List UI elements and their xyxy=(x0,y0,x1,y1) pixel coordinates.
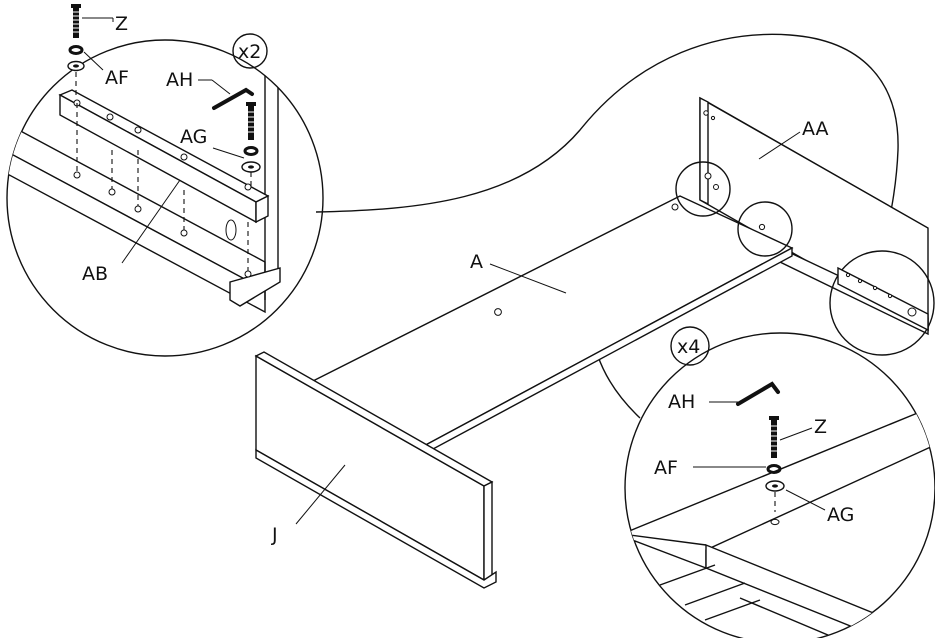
washer-AG-top xyxy=(241,146,261,186)
label-AF-bottom: AF xyxy=(654,457,678,479)
hex-key-AH-bottom xyxy=(736,381,780,406)
label-AH-bottom: AH xyxy=(668,391,695,413)
label-Z-bottom: Z xyxy=(814,416,827,438)
main-assembly xyxy=(254,96,935,589)
quantity-text-top: x2 xyxy=(238,41,261,63)
label-J: J xyxy=(271,524,278,546)
bracket-detail-c xyxy=(837,266,929,332)
label-AG-top: AG xyxy=(180,126,207,148)
callout-circle-b xyxy=(737,201,793,257)
leader-curve-top xyxy=(315,33,899,251)
screw-Z-upright xyxy=(246,102,256,140)
label-AA: AA xyxy=(802,118,829,140)
quantity-text-bottom: x4 xyxy=(677,336,700,358)
washer-AG-bottom xyxy=(765,480,785,512)
screw-Z-bottom xyxy=(769,416,779,458)
quantity-bubble-bottom xyxy=(670,326,710,366)
label-AH-top: AH xyxy=(166,69,193,91)
washer-AF-top xyxy=(67,45,85,98)
label-AB: AB xyxy=(82,263,108,285)
detail-bottom-right: x4 AH Z AF xyxy=(624,326,935,643)
hex-key-AH-top xyxy=(212,87,254,110)
label-A: A xyxy=(470,251,483,273)
washer-AF-bottom xyxy=(766,464,782,474)
quantity-bubble-top xyxy=(232,33,268,69)
screw-Z-top xyxy=(71,4,81,38)
label-AG-bottom: AG xyxy=(827,504,854,526)
label-AF-top: AF xyxy=(105,67,129,89)
panel-J xyxy=(254,351,497,589)
label-Z-top: Z xyxy=(115,13,128,35)
callout-circle-a xyxy=(675,161,731,217)
detail-top-left: x2 Z AF AH xyxy=(6,4,324,357)
callout-circle-c xyxy=(829,250,935,356)
